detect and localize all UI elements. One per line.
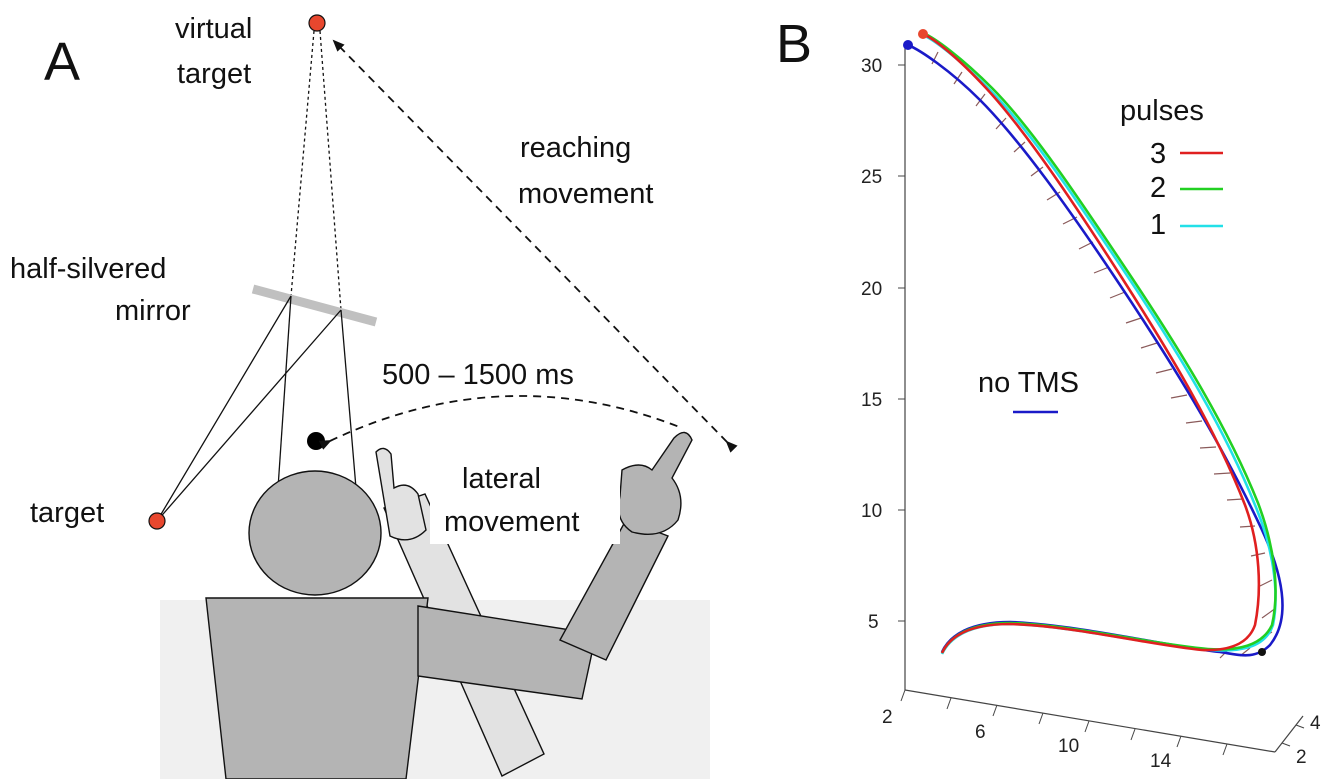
virtual-target-label-2: target xyxy=(177,58,251,90)
difference-hatching xyxy=(931,51,1277,659)
mirror-label-2: mirror xyxy=(115,295,191,327)
x-tick-10: 10 xyxy=(1058,736,1079,757)
z-axis xyxy=(1274,715,1304,753)
reaching-arrow xyxy=(332,39,738,453)
panel-b-letter: B xyxy=(776,14,812,74)
legend-label-2: 2 xyxy=(1150,172,1166,204)
mirror-label-1: half-silvered xyxy=(10,253,166,285)
lateral-label-1: lateral xyxy=(462,463,541,495)
trajectory-end-dot xyxy=(1258,648,1266,656)
trajectory-no-tms xyxy=(907,43,1284,657)
start-position-dot xyxy=(307,432,325,450)
panel-a-letter: A xyxy=(44,32,80,92)
lateral-arrow xyxy=(318,395,683,450)
z-tick-4-mark xyxy=(1295,724,1305,729)
lateral-label-box xyxy=(430,458,620,544)
torso xyxy=(205,597,429,779)
reaching-label-1: reaching xyxy=(520,132,631,164)
x-tick-14: 14 xyxy=(1150,751,1172,772)
y-tick-10: 10 xyxy=(861,501,882,522)
ray-target-1 xyxy=(156,295,292,522)
z-tick-2-mark xyxy=(1281,742,1291,747)
right-hand xyxy=(617,431,693,535)
legend-label-1: 1 xyxy=(1150,209,1166,241)
panel-a: A virtual target half-silvered mirror ta… xyxy=(10,13,738,779)
x-tick-6: 6 xyxy=(975,722,986,743)
trajectory-1-pulse xyxy=(922,33,1277,655)
legend-title: pulses xyxy=(1120,95,1204,127)
virtual-target-dot xyxy=(308,14,326,32)
trajectory-2-pulses xyxy=(922,31,1277,654)
y-tick-5: 5 xyxy=(868,612,879,633)
virtual-ray-right xyxy=(319,30,342,311)
head xyxy=(248,470,382,596)
ray-eye-1 xyxy=(277,295,292,489)
z-tick-4: 4 xyxy=(1310,713,1321,734)
reaching-label-2: movement xyxy=(518,178,653,210)
right-forearm xyxy=(559,519,669,661)
lateral-label-2: movement xyxy=(444,506,579,538)
left-hand xyxy=(375,447,427,541)
y-tick-15: 15 xyxy=(861,390,882,411)
virtual-ray-left xyxy=(290,30,315,297)
virtual-target-label-1: virtual xyxy=(175,13,252,45)
right-upper-arm xyxy=(417,605,597,700)
x-axis xyxy=(904,689,1276,753)
y-ticks xyxy=(898,64,905,622)
trajectory-3-pulses xyxy=(922,32,1261,654)
panel-b: B 30 25 20 15 10 5 2 6 1 xyxy=(776,14,1321,772)
target-start-blue xyxy=(903,40,913,50)
z-tick-2: 2 xyxy=(1296,747,1307,768)
legend-label-3: 3 xyxy=(1150,138,1166,170)
y-tick-20: 20 xyxy=(861,279,882,300)
ray-target-2 xyxy=(156,309,342,522)
target-start-red xyxy=(918,29,928,39)
x-tick-2: 2 xyxy=(882,707,893,728)
timing-label: 500 – 1500 ms xyxy=(382,359,574,391)
half-silvered-mirror xyxy=(251,284,378,327)
target-label: target xyxy=(30,497,104,529)
ray-eye-2 xyxy=(340,309,357,489)
target-dot xyxy=(148,512,166,530)
y-tick-25: 25 xyxy=(861,167,882,188)
x-ticks xyxy=(900,689,1228,756)
y-tick-30: 30 xyxy=(861,56,882,77)
no-tms-label: no TMS xyxy=(978,367,1079,399)
